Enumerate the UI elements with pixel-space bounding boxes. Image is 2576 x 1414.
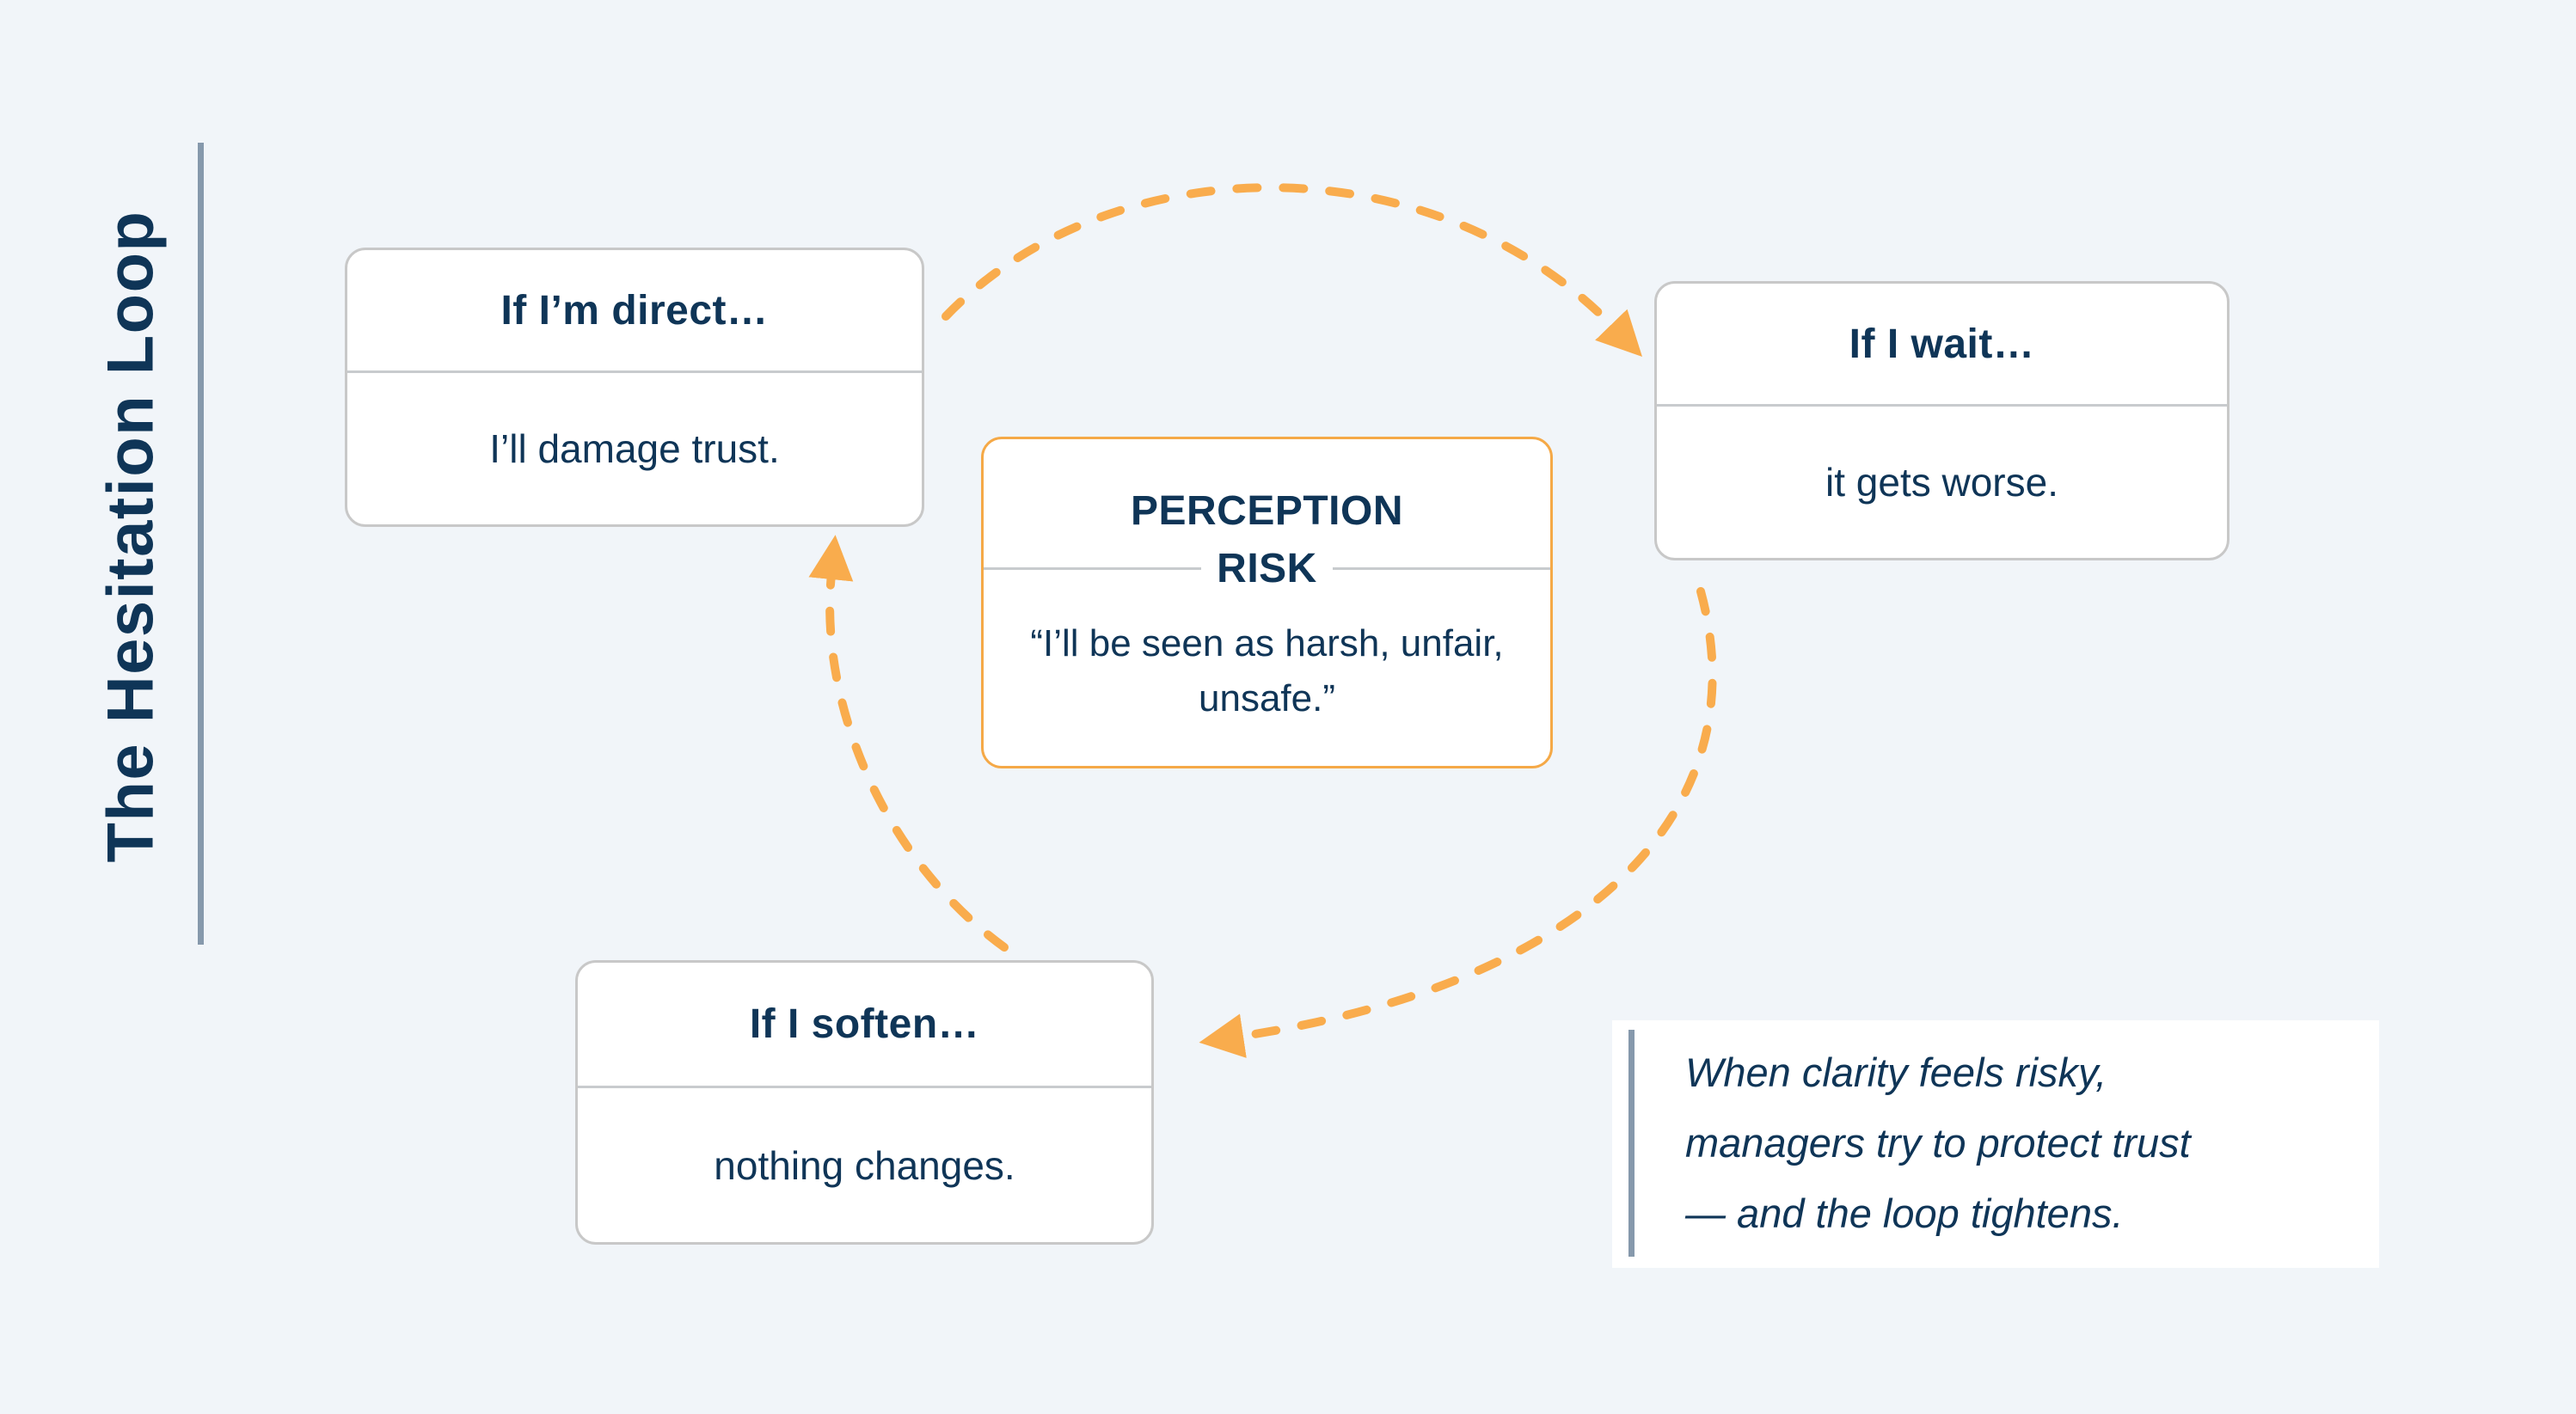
perception-risk-quote-line1: “I’ll be seen as harsh, [1030,622,1390,664]
perception-risk-quote-line2: unfair, unsafe.” [1199,622,1504,719]
loop-box-soften-title: If I soften… [749,1001,980,1047]
loop-box-soften-body: nothing changes. [714,1142,1015,1188]
loop-box-direct-body: I’ll damage trust. [489,426,780,472]
perception-risk-title-line2: RISK [1217,546,1317,591]
loop-box-wait-divider [1657,404,2227,407]
perception-risk-divider-right [1332,567,1550,570]
arrow-soften-to-direct [808,535,1009,952]
caption-line-1: When clarity feels risky, [1685,1050,2107,1095]
perception-risk-box: PERCEPTION RISK “I’ll be seen as harsh, … [981,437,1553,768]
arrow-direct-to-wait [941,183,1643,358]
loop-box-direct-divider [347,370,922,374]
caption-text: When clarity feels risky, managers try t… [1685,1038,2191,1249]
loop-box-soften: If I soften… nothing changes. [575,960,1154,1245]
title-rule [198,143,204,945]
loop-box-wait: If I wait… it gets worse. [1654,281,2229,560]
loop-box-direct-title: If I’m direct… [500,287,769,334]
perception-risk-divider-left [984,567,1202,570]
perception-risk-title-row: RISK [984,540,1550,597]
caption-block: When clarity feels risky, managers try t… [1612,1020,2379,1268]
loop-box-wait-body: it gets worse. [1825,460,2058,505]
caption-line-3: — and the loop tightens. [1685,1191,2124,1236]
loop-box-soften-divider [578,1086,1151,1088]
loop-box-direct: If I’m direct… I’ll damage trust. [345,248,924,527]
caption-accent-bar [1628,1030,1635,1257]
arrow-wait-to-soften [1199,587,1717,1058]
perception-risk-title-line1: PERCEPTION [1130,488,1404,534]
loop-box-wait-title: If I wait… [1849,321,2035,367]
caption-line-2: managers try to protect trust [1685,1120,2191,1166]
perception-risk-quote: “I’ll be seen as harsh, unfair, unsafe.” [984,616,1550,726]
